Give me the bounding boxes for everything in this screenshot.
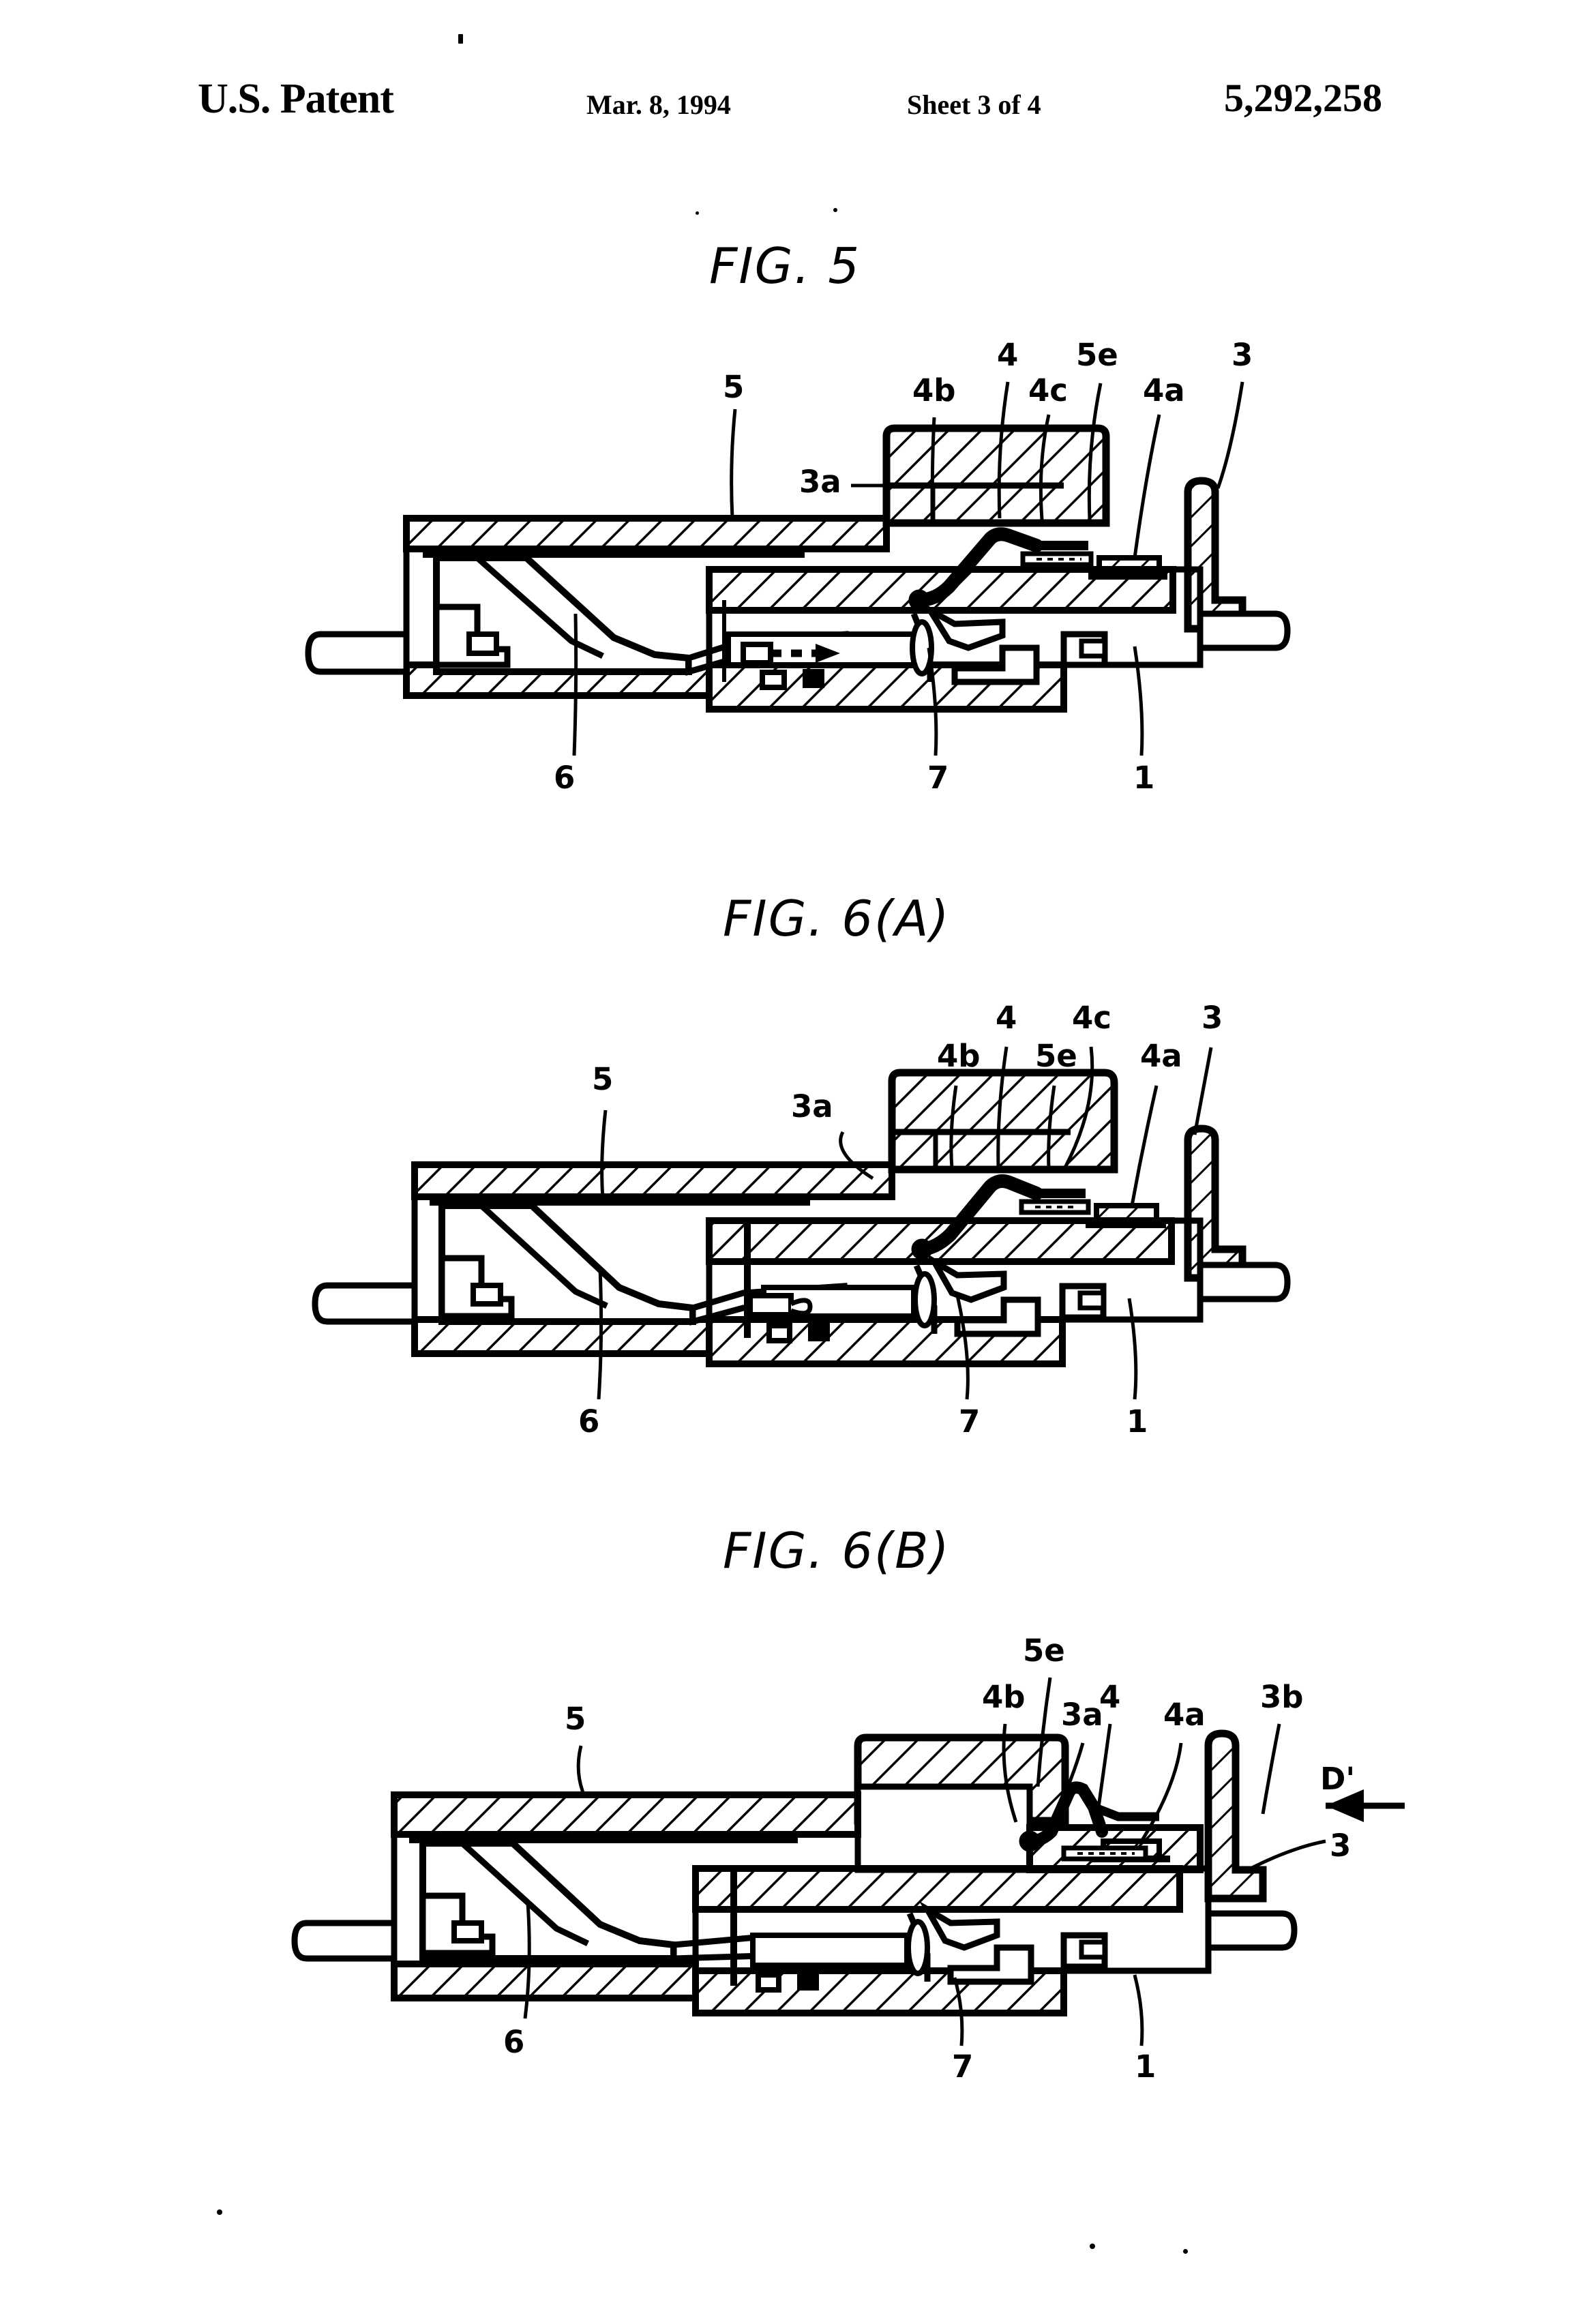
ref-label: 5e — [1076, 337, 1118, 373]
ref-label: 6 — [578, 1403, 600, 1440]
ref-label: 4a — [1163, 1697, 1206, 1733]
figure-6a-title: FIG. 6(A) — [723, 890, 951, 947]
ref-label: 5 — [592, 1061, 614, 1097]
ref-label: 5e — [1035, 1038, 1077, 1074]
patent-office-title: U.S. Patent — [198, 76, 394, 122]
patent-number: 5,292,258 — [1224, 76, 1382, 120]
patent-sheet-number: Sheet 3 of 4 — [907, 89, 1041, 120]
ref-label: 4b — [937, 1038, 981, 1074]
scan-speck — [696, 211, 699, 215]
ref-label: 4a — [1140, 1038, 1182, 1074]
ref-label: 1 — [1133, 760, 1155, 796]
ref-label: 1 — [1126, 1403, 1148, 1440]
ref-label: 4b — [912, 372, 956, 408]
ref-label: 4a — [1143, 372, 1185, 408]
patent-header: U.S. Patent Mar. 8, 1994 Sheet 3 of 4 5,… — [0, 0, 1582, 143]
ref-label: 4c — [1028, 372, 1068, 408]
ref-label: 3 — [1202, 1000, 1223, 1036]
scan-speck — [1183, 2249, 1188, 2254]
figure-6b-title: FIG. 6(B) — [723, 1522, 951, 1579]
ref-label: 6 — [503, 2024, 525, 2060]
patent-date: Mar. 8, 1994 — [586, 89, 731, 120]
ref-label: D' — [1320, 1761, 1356, 1797]
ref-label: 1 — [1135, 2049, 1156, 2085]
ref-label: 4 — [996, 1000, 1017, 1036]
ref-label: 3a — [791, 1088, 833, 1124]
ref-label: 7 — [959, 1403, 981, 1440]
ref-label: 7 — [927, 760, 949, 796]
ref-label: 4b — [982, 1679, 1026, 1715]
ref-label: 4 — [1099, 1679, 1121, 1715]
scan-speck — [458, 34, 463, 44]
ref-label: 7 — [952, 2049, 974, 2085]
scan-speck — [217, 2209, 222, 2215]
ref-label: 3 — [1232, 337, 1253, 373]
ref-label: 3b — [1260, 1679, 1304, 1715]
ref-label: 3 — [1330, 1828, 1352, 1864]
ref-label: 5 — [565, 1701, 586, 1737]
scan-speck — [1090, 2244, 1095, 2249]
ref-label: 4 — [997, 337, 1019, 373]
figure-5-title: FIG. 5 — [709, 237, 861, 295]
ref-label: 5e — [1023, 1633, 1065, 1669]
scan-speck — [833, 208, 837, 212]
ref-label: 5 — [723, 369, 745, 405]
ref-label: 4c — [1072, 1000, 1111, 1036]
ref-label: 6 — [554, 760, 576, 796]
ref-label: 3a — [1061, 1697, 1103, 1733]
ref-label: 3a — [799, 464, 841, 500]
